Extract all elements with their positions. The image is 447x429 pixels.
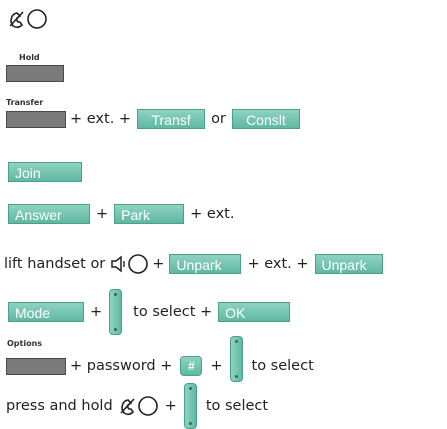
softkey-mode[interactable]: Mode — [8, 302, 84, 322]
options-key[interactable] — [6, 357, 66, 375]
plus-text: + — [90, 304, 103, 320]
to-select-text: to select — [251, 358, 314, 374]
lift-handset-text: lift handset or — [4, 256, 106, 272]
plus-password-text: + password + — [70, 358, 173, 374]
softkey-unpark-2[interactable]: Unpark — [314, 254, 383, 274]
to-select-text: to select + — [133, 304, 213, 320]
softkey-answer[interactable]: Answer — [8, 204, 90, 224]
plus-ext-text: + ext. — [190, 206, 235, 222]
plus-text: + — [164, 398, 177, 414]
transfer-key[interactable] — [6, 110, 66, 128]
join-row: Join — [6, 162, 84, 182]
park-row: Answer + Park + ext. — [6, 204, 238, 224]
plus-ext-text: + ext. + — [247, 256, 309, 272]
hook-icon-row — [6, 8, 50, 30]
softkey-ok[interactable]: OK — [218, 302, 291, 322]
transfer-row: + ext. + Transf or Conslt — [6, 109, 302, 129]
hold-key-label: Hold — [19, 53, 40, 62]
hold-row — [6, 65, 64, 82]
press-hold-text: press and hold — [6, 398, 113, 414]
handset-muted-circle-icon — [8, 8, 48, 30]
to-select-text: to select — [205, 398, 269, 414]
options-key-label: Options — [7, 339, 43, 348]
softkey-conslt[interactable]: Conslt — [231, 109, 300, 129]
transfer-key-label: Transfer — [6, 98, 44, 107]
navigation-key-icon[interactable] — [109, 289, 123, 335]
plus-text: + — [152, 256, 165, 272]
options-row: + password + # + to select — [6, 336, 318, 382]
softkey-join[interactable]: Join — [8, 162, 82, 182]
mode-row: Mode + to select + OK — [6, 289, 292, 335]
softkey-unpark-1[interactable]: Unpark — [169, 254, 242, 274]
softkey-transf[interactable]: Transf — [137, 109, 206, 129]
softkey-park[interactable]: Park — [114, 204, 185, 224]
speaker-circle-icon — [111, 253, 149, 275]
plus-text: + — [96, 206, 109, 222]
navigation-key-icon[interactable] — [229, 336, 243, 382]
plus-text: + — [210, 358, 223, 374]
plus-ext-text: + ext. + — [70, 111, 132, 127]
hash-key[interactable]: # — [180, 356, 203, 376]
hold-key[interactable] — [6, 65, 64, 82]
unpark-row: lift handset or + Unpark + ext. + Unpark — [4, 253, 385, 275]
press-hold-row: press and hold + to select — [6, 383, 272, 429]
handset-muted-circle-icon — [119, 395, 159, 417]
navigation-key-icon[interactable] — [183, 383, 197, 429]
or-text: or — [211, 111, 226, 127]
